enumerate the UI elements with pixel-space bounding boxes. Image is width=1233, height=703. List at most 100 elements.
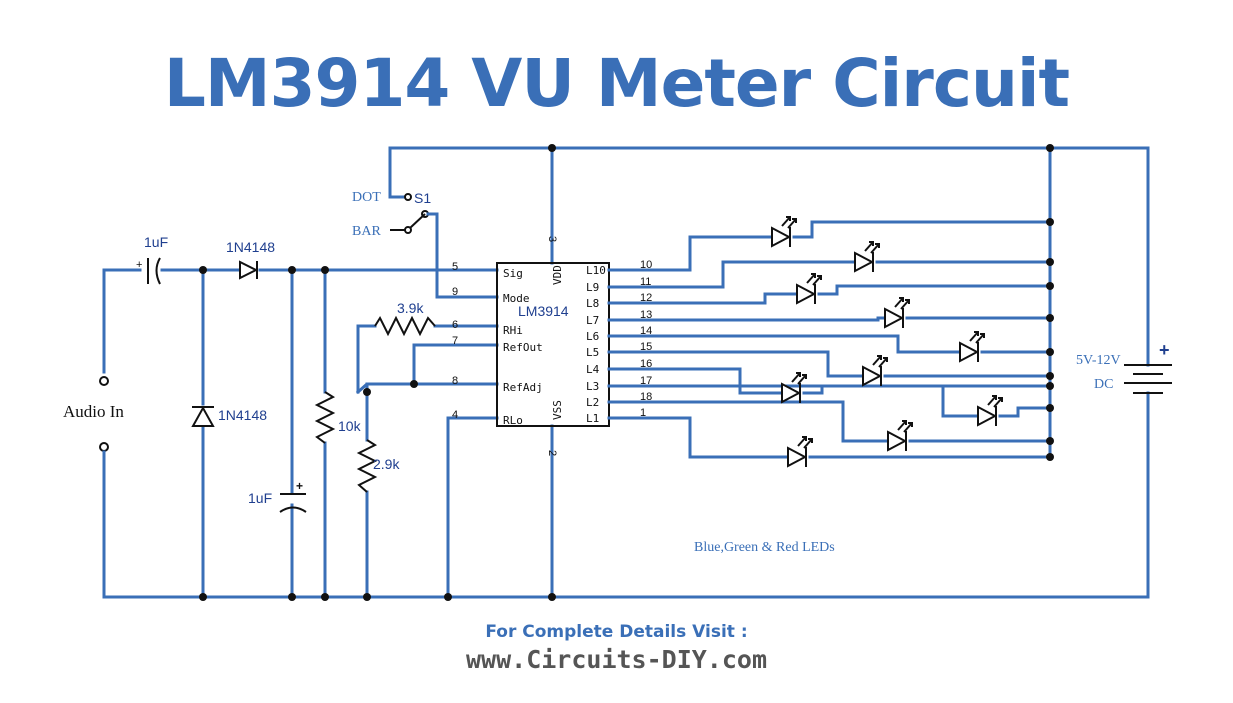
ic-pin-number: 16 [640,358,652,370]
ic-pin-number: 10 [640,259,652,271]
input-cap-label: 1uF [144,234,168,250]
refout-wire [412,343,499,386]
ic-vdd-pin-number: 3 [546,236,558,242]
junction-dot [1046,453,1054,461]
r10k-symbol [314,391,336,444]
ic-vdd-label: VDD [551,265,564,285]
led-wire [607,316,1052,322]
led-wire [607,220,1052,272]
battery-symbol [1124,364,1172,394]
filter-capacitor-symbol: + [279,479,307,513]
mode-wire [426,212,499,299]
battery-plus-label: + [1159,340,1170,360]
junction-dot [1046,258,1054,266]
ic-pin-number: 13 [640,309,652,321]
svg-text:+: + [296,479,303,493]
svg-text:+: + [136,259,142,271]
dot-wire [388,146,407,199]
input-capacitor-symbol: + [136,257,161,285]
ic-vss-label: VSS [551,400,564,420]
junction-dot [1046,437,1054,445]
led-wire [607,334,1052,354]
audio-in-label: Audio In [63,402,124,421]
page-title: LM3914 VU Meter Circuit [163,45,1070,122]
series-diode-label: 1N4148 [226,239,275,255]
shunt-diode-label: 1N4148 [218,407,267,423]
top-rail-wire [388,146,1150,367]
junction-dot [1046,282,1054,290]
junction-dot [1046,314,1054,322]
led-symbol [959,331,985,363]
ic-pin-label: L9 [586,281,599,294]
led-wire [607,260,1052,289]
audio-in-top-terminal [99,376,109,386]
ic-pin-label: L1 [586,412,599,425]
r10k-label: 10k [338,418,362,434]
r29k-symbol [356,439,378,493]
rlo-wire [446,416,499,599]
junction-dot [1046,348,1054,356]
junction-dot [1046,382,1054,390]
refadj-wire [355,382,499,395]
led-symbol [854,241,880,273]
switch-bar-label: BAR [352,224,381,239]
supply-dc-label: DC [1094,377,1113,392]
ic-pin-number: 8 [452,375,458,387]
switch-name-label: S1 [414,190,431,206]
led-symbol [771,216,797,248]
ic-vss-pin-number: 2 [546,450,558,456]
led-symbol [887,420,913,452]
ic-pin-label: RefOut [503,341,543,354]
switch-lever [409,213,426,229]
filter-cap-label: 1uF [248,490,272,506]
rhi-wire [356,324,377,394]
ic-pin-number: 1 [640,407,646,419]
ic-pin-number: 7 [452,335,458,347]
ic-pin-number: 12 [640,292,652,304]
ic-pin-label: L6 [586,330,599,343]
leds-note-label: Blue,Green & Red LEDs [694,540,835,555]
lm3914-ic-body [496,262,610,427]
junction-dot [1046,218,1054,226]
led-symbol [796,273,822,305]
ic-pin-label: RefAdj [503,381,543,394]
ic-pin-label: L5 [586,346,599,359]
ic-pin-number: 15 [640,341,652,353]
ic-pin-number: 14 [640,325,652,337]
junction-dots [199,144,1054,601]
junction-dot [1046,404,1054,412]
ic-pin-number: 4 [452,409,458,421]
ic-pin-label: Sig [503,267,523,280]
audio-in-bottom-terminal [99,442,109,452]
led-wire [607,350,1052,378]
switch-dot-label: DOT [352,190,381,205]
led-symbol [862,355,888,387]
r29k-label: 2.9k [373,456,400,472]
ic-pin-label: L3 [586,380,599,393]
ic-pin-label: RLo [503,414,523,427]
r39k-label: 3.9k [397,300,424,316]
ic-pin-number: 6 [452,319,458,331]
junction-dot [1046,372,1054,380]
ic-name-label: LM3914 [518,303,569,319]
ic-pin-number: 9 [452,286,458,298]
ic-pin-number: 18 [640,391,652,403]
led-symbol [977,395,1003,427]
led-wire [607,284,1052,305]
led-wire [607,416,1052,459]
led-symbol [884,297,910,329]
led-wire [607,400,1052,443]
ic-pin-label: L8 [586,297,599,310]
series-diode-symbol [239,260,259,280]
shunt-diode-symbol [191,405,215,427]
led-wire [607,384,1052,418]
ic-pin-label: L10 [586,264,606,277]
ic-pin-number: 5 [452,261,458,273]
input-wire [102,268,142,374]
led-wiring [607,218,1054,461]
footer-website-link[interactable]: www.Circuits-DIY.com [465,645,768,674]
ic-pin-number: 17 [640,375,652,387]
led-array [771,216,1003,468]
